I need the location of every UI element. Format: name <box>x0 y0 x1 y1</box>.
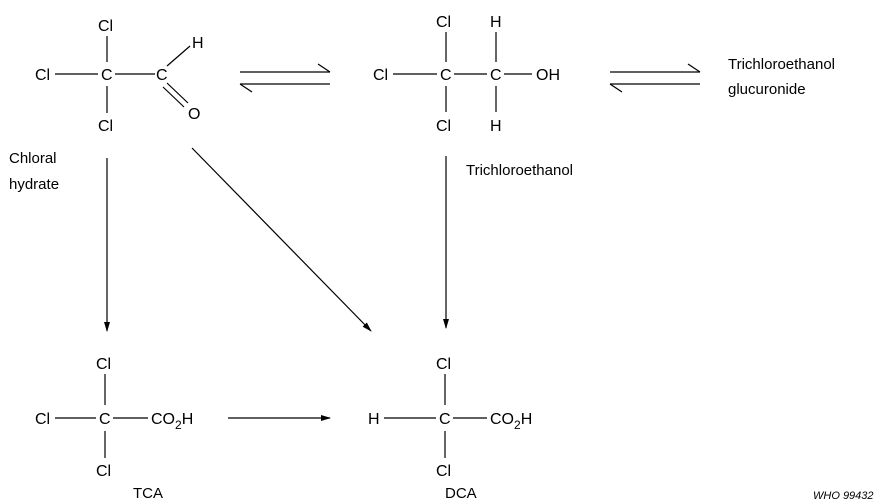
tca-cl-bottom: Cl <box>96 463 111 480</box>
tce-c2: C <box>490 67 502 84</box>
tca-cl-top: Cl <box>96 356 111 373</box>
chloral-hydrate-label-line1: Chloral <box>9 150 57 167</box>
chloral-cl-top: Cl <box>98 18 113 35</box>
tce-h-bottom: H <box>490 118 502 135</box>
glucuronide-label-line2: glucuronide <box>728 81 806 98</box>
equilibrium-forward-half-head <box>317 63 331 73</box>
chloral-hydrate-label-line2: hydrate <box>9 176 59 193</box>
equilibrium-arrows-2 <box>609 63 701 93</box>
chloral-cl-bottom: Cl <box>98 118 113 135</box>
dca-cl-top: Cl <box>436 356 451 373</box>
chloral-bond-c-o-a <box>166 82 189 104</box>
chloral-c1: C <box>101 67 113 84</box>
equilibrium2-reverse-half-head <box>609 83 623 93</box>
tce-cl-top: Cl <box>436 14 451 31</box>
dca-co2h: CO2H <box>490 411 532 432</box>
dca-h: H <box>368 411 380 428</box>
tce-oh: OH <box>536 67 560 84</box>
equilibrium2-forward-half-head <box>687 63 701 73</box>
tce-h-top: H <box>490 14 502 31</box>
tce-c1: C <box>440 67 452 84</box>
dca-c: C <box>439 411 451 428</box>
trichloroethanol-label: Trichloroethanol <box>466 162 573 179</box>
chloral-bond-c-h <box>166 45 191 67</box>
trichloroethanol-structure: Cl H Cl C C OH Cl H <box>373 14 560 135</box>
tca-cl-left: Cl <box>35 411 50 428</box>
chloral-o: O <box>188 106 200 123</box>
equilibrium-arrows-1 <box>239 63 331 93</box>
dca-cl-bottom: Cl <box>436 463 451 480</box>
tca-co2h: CO2H <box>151 411 193 432</box>
tca-label: TCA <box>133 485 163 502</box>
chloral-c2: C <box>156 67 168 84</box>
tca-c: C <box>99 411 111 428</box>
arrow-chloral-to-dca <box>191 147 372 332</box>
dca-structure: Cl H C CO2H Cl <box>368 356 532 480</box>
equilibrium-reverse-half-head <box>239 83 253 93</box>
dca-label: DCA <box>445 485 477 502</box>
who-code-caption: WHO 99432 <box>813 490 874 502</box>
chloral-bond-c-o-b <box>162 86 185 108</box>
glucuronide-label-line1: Trichloroethanol <box>728 56 835 73</box>
chloral-h: H <box>192 35 204 52</box>
chloral-cl-left: Cl <box>35 67 50 84</box>
tce-cl-bottom: Cl <box>436 118 451 135</box>
tce-cl-left: Cl <box>373 67 388 84</box>
chloral-hydrate-structure: Cl Cl C C H O Cl <box>35 18 204 135</box>
tca-structure: Cl Cl C CO2H Cl <box>35 356 193 480</box>
